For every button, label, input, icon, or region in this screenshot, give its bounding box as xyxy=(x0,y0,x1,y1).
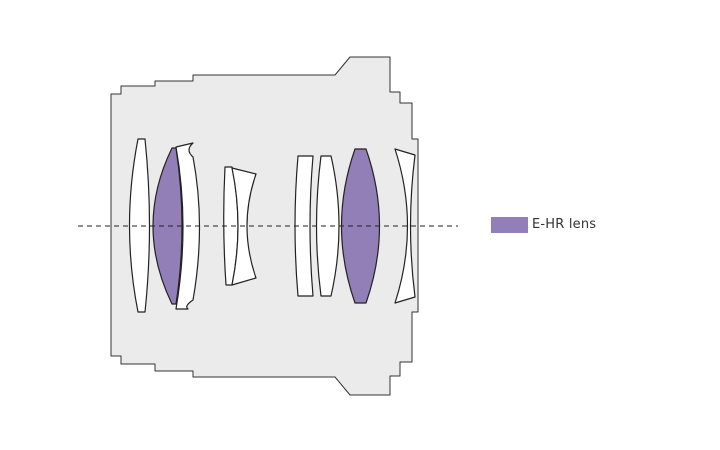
lens-element-7 xyxy=(315,155,340,297)
lens-element-1 xyxy=(128,138,151,313)
lens-element-9 xyxy=(394,148,416,304)
lens-barrel xyxy=(110,56,419,396)
ehr-lens-legend-label: E-HR lens xyxy=(532,217,597,232)
lens-element-2-ehr xyxy=(152,147,183,305)
ehr-lens-swatch xyxy=(491,217,528,233)
legend: E-HR lens xyxy=(491,217,596,233)
